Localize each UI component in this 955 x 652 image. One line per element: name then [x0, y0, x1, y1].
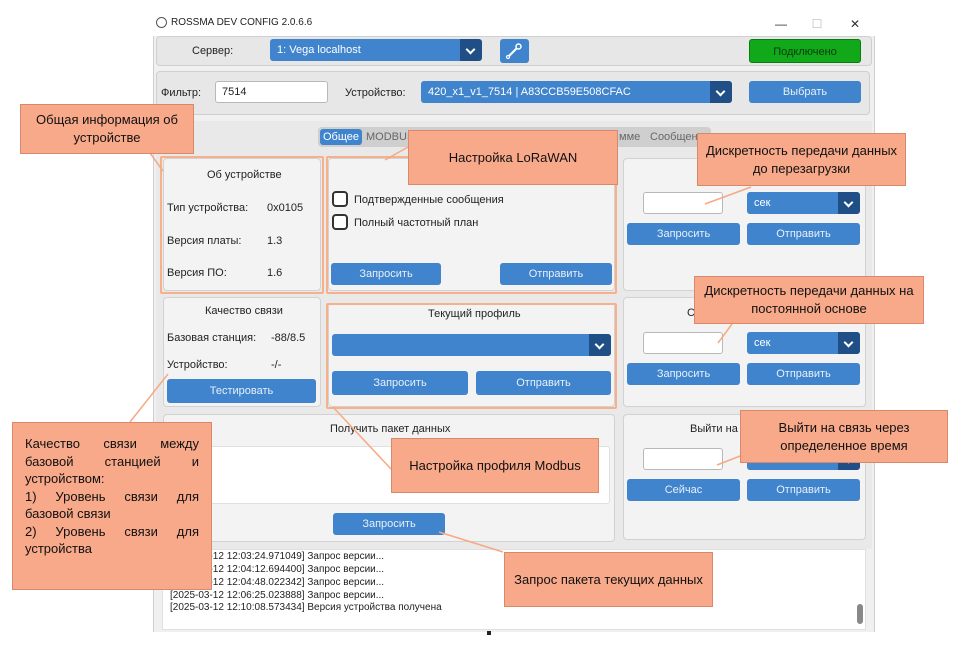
period-const-send-button[interactable]: Отправить — [747, 363, 860, 385]
device-select-value: 420_x1_v1_7514 | A83CCB59E508CFAC — [428, 86, 631, 98]
server-select[interactable]: 1: Vega localhost — [270, 39, 482, 61]
log-scrollbar[interactable] — [857, 604, 863, 624]
modbus-profile-request-button[interactable]: Запросить — [332, 371, 468, 395]
title-bar: ROSSMA DEV CONFIG 2.0.6.6 — ☐ ✕ — [153, 12, 875, 36]
connector-modbus — [332, 406, 392, 470]
period-const-unit-select[interactable]: сек — [747, 332, 860, 354]
device-label: Устройство: — [345, 87, 406, 99]
board-version-value: 1.3 — [267, 235, 283, 247]
wrench-icon — [505, 43, 522, 60]
tab-program[interactable]: мме — [619, 131, 641, 143]
data-packet-request-button[interactable]: Запросить — [333, 513, 445, 535]
device-info-panel — [163, 158, 321, 291]
period-const-input[interactable] — [643, 332, 723, 354]
connector-packet — [438, 531, 504, 553]
connector-lorawan — [384, 146, 409, 161]
confirmed-messages-checkbox[interactable] — [332, 191, 348, 207]
firmware-version-value: 1.6 — [267, 267, 283, 279]
confirmed-messages-label: Подтвержденные сообщения — [354, 194, 504, 206]
period-const-request-button[interactable]: Запросить — [627, 363, 740, 385]
log-line: [2025-03-12 12:10:08.573434] Версия устр… — [170, 602, 442, 613]
period-reboot-unit-value: сек — [754, 197, 771, 209]
period-reboot-send-button[interactable]: Отправить — [747, 223, 860, 245]
modbus-profile-title: Текущий профиль — [428, 308, 521, 320]
device-info-title: Об устройстве — [207, 169, 282, 181]
callout-period-reboot: Дискретность передачи данных до перезагр… — [697, 133, 906, 186]
connection-status-badge: Подключено — [749, 39, 861, 63]
connector-period-const — [717, 323, 733, 344]
highlight-modbus-profile — [326, 303, 617, 409]
minimize-button[interactable]: — — [775, 17, 787, 31]
full-frequency-plan-checkbox[interactable] — [332, 214, 348, 230]
callout-packet-request: Запрос пакета текущих данных — [504, 552, 713, 607]
device-quality-value: -/- — [271, 359, 282, 371]
connector-period-reboot — [704, 186, 752, 205]
device-select[interactable]: 420_x1_v1_7514 | A83CCB59E508CFAC — [421, 81, 732, 103]
tab-modbus[interactable]: MODBUS — [366, 131, 415, 143]
lorawan-request-button[interactable]: Запросить — [331, 263, 441, 285]
wakeup-now-button[interactable]: Сейчас — [627, 479, 740, 501]
maximize-button[interactable]: ☐ — [811, 17, 823, 31]
log-line: [2025-03-12 12:06:25.023888] Запрос верс… — [170, 590, 385, 601]
callout-period-const: Дискретность передачи данных на постоянн… — [694, 276, 924, 324]
period-reboot-unit-select[interactable]: сек — [747, 192, 860, 214]
full-frequency-plan-label: Полный частотный план — [354, 217, 479, 229]
period-reboot-request-button[interactable]: Запросить — [627, 223, 740, 245]
chevron-down-icon — [460, 39, 482, 61]
callout-modbus-profile: Настройка профиля Modbus — [391, 438, 599, 493]
base-station-value: -88/8.5 — [271, 332, 306, 344]
callout-wakeup: Выйти на связь через определенное время — [740, 410, 948, 463]
chevron-down-icon — [838, 332, 860, 354]
data-packet-title: Получить пакет данных — [330, 423, 451, 435]
period-const-unit-value: сек — [754, 337, 771, 349]
callout-general-info: Общая информация об устройстве — [20, 104, 194, 154]
window-title: ROSSMA DEV CONFIG 2.0.6.6 — [171, 17, 313, 28]
modbus-profile-send-button[interactable]: Отправить — [476, 371, 611, 395]
chevron-down-icon — [838, 192, 860, 214]
firmware-version-label: Версия ПО: — [167, 267, 227, 279]
select-device-button[interactable]: Выбрать — [749, 81, 861, 103]
callout-lorawan: Настройка LoRaWAN — [408, 130, 618, 185]
server-select-value: 1: Vega localhost — [277, 44, 361, 56]
device-quality-label: Устройство: — [167, 359, 228, 371]
close-button[interactable]: ✕ — [849, 17, 861, 31]
callout-link-quality-line2: 1) Уровень связи для базовой связи — [25, 488, 199, 522]
server-label: Сервер: — [192, 45, 234, 57]
period-reboot-input[interactable] — [643, 192, 723, 214]
connector-general — [149, 152, 164, 172]
wakeup-title: Выйти на с — [690, 423, 747, 435]
callout-link-quality-line1: Качество связи между базовой станцией и … — [25, 436, 199, 487]
log-line: [2025-03-12 12:04:12.694400] Запрос верс… — [170, 564, 385, 575]
tab-general[interactable]: Общее — [320, 129, 363, 145]
cursor-mark — [487, 631, 491, 635]
base-station-label: Базовая станция: — [167, 332, 257, 344]
board-version-label: Версия платы: — [167, 235, 242, 247]
lorawan-send-button[interactable]: Отправить — [500, 263, 612, 285]
modbus-profile-select[interactable] — [332, 334, 611, 356]
app-logo-icon — [156, 17, 167, 28]
chevron-down-icon — [710, 81, 732, 103]
tab-messages[interactable]: Сообщени — [650, 131, 704, 143]
wakeup-input[interactable] — [643, 448, 723, 470]
link-quality-title: Качество связи — [205, 305, 283, 317]
wakeup-send-button[interactable]: Отправить — [747, 479, 860, 501]
log-line: [2025-03-12 12:03:24.971049] Запрос верс… — [170, 551, 385, 562]
device-type-label: Тип устройства: — [167, 202, 249, 214]
connector-quality — [129, 373, 169, 423]
callout-link-quality: Качество связи между базовой станцией и … — [12, 422, 212, 590]
callout-link-quality-line3: 2) Уровень связи для устройства — [25, 523, 199, 557]
settings-wrench-button[interactable] — [500, 39, 529, 63]
filter-label: Фильтр: — [161, 87, 202, 99]
device-type-value: 0x0105 — [267, 202, 304, 214]
log-line: [2025-03-12 12:04:48.022342] Запрос верс… — [170, 577, 385, 588]
chevron-down-icon — [589, 334, 611, 356]
test-link-button[interactable]: Тестировать — [167, 379, 316, 403]
highlight-device-info — [160, 156, 324, 294]
filter-input[interactable]: 7514 — [215, 81, 328, 103]
